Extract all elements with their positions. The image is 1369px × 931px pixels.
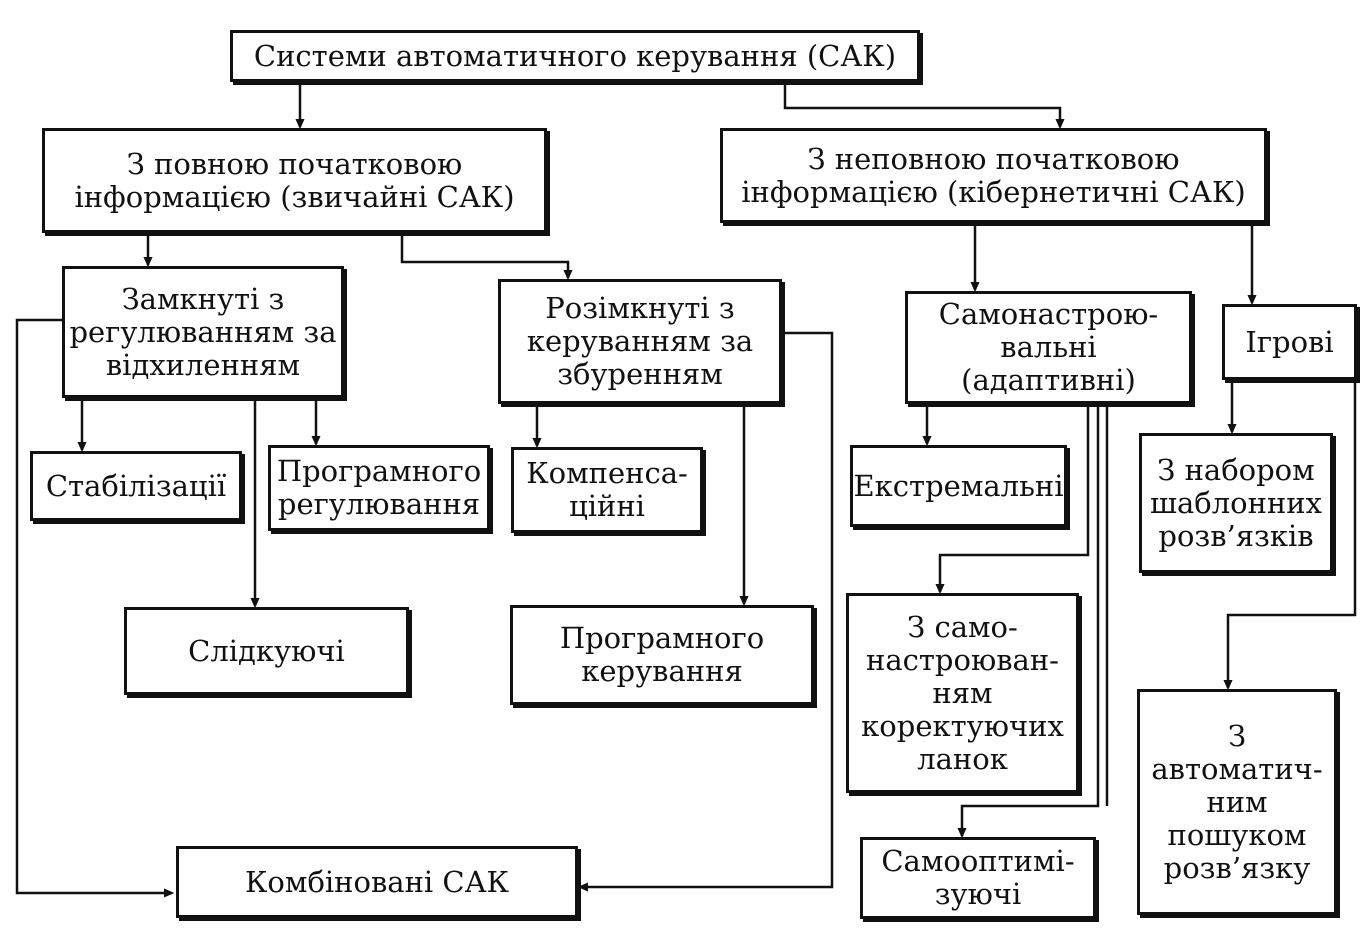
node-partial-info-label: З неповною початковою інформацією (кібер… [741,141,1246,209]
edge-game-auto-search [1228,380,1357,688]
node-program-control: Програмного керування [510,605,814,705]
node-root-label: Системи автоматичного керування (САК) [253,38,897,73]
node-self-optimizing-label: Самооптимі- зуючі [881,844,1075,911]
edge-adaptive-self-optimizing [962,403,1100,836]
node-auto-search-label: З автоматич- ним пошуком розв’язку [1151,718,1323,885]
node-self-tuning-links-label: З само- настроюван- ням коректуючих лано… [861,609,1064,776]
node-extremal: Екстремальні [850,445,1067,527]
node-game-label: Ігрові [1245,324,1334,359]
node-adaptive-label: Самонастрою- вальні (адаптивні) [938,297,1159,397]
node-game: Ігрові [1222,304,1357,380]
node-compensation: Компенса- ційні [511,447,703,533]
node-program-regulation-label: Програмного регулювання [276,454,482,521]
node-full-info-label: З повною початковою інформацією (звичайн… [74,146,515,214]
node-self-tuning-links: З само- настроюван- ням коректуючих лано… [846,593,1079,793]
node-stabilization-label: Стабілізації [45,468,227,503]
node-tracking-label: Слідкуючі [188,633,345,668]
node-combined-label: Комбіновані САК [244,864,510,899]
node-open-label: Розімкнуті з керуванням за збуренням [526,291,754,391]
edge-adaptive-self-tuning [940,403,1090,592]
node-adaptive: Самонастрою- вальні (адаптивні) [905,291,1192,404]
node-root: Системи автоматичного керування (САК) [230,30,920,82]
edge-full-open [400,233,568,278]
node-partial-info: З неповною початковою інформацією (кібер… [720,128,1267,223]
edge-root-partial [783,80,1060,127]
edge-closed-combined [15,318,172,893]
node-extremal-label: Екстремальні [853,468,1064,503]
node-open: Розімкнуті з керуванням за збуренням [498,279,782,404]
node-templates: З набором шаблонних розв’язків [1139,433,1333,573]
node-auto-search: З автоматич- ним пошуком розв’язку [1137,689,1337,915]
node-program-control-label: Програмного керування [559,621,765,688]
node-self-optimizing: Самооптимі- зуючі [860,837,1096,919]
node-compensation-label: Компенса- ційні [526,456,688,523]
node-closed: Замкнуті з регулюванням за відхиленням [62,266,344,398]
edge-open-combined [580,331,834,887]
node-full-info: З повною початковою інформацією (звичайн… [42,128,547,233]
node-templates-label: З набором шаблонних розв’язків [1150,452,1322,553]
node-combined: Комбіновані САК [176,846,578,918]
node-program-regulation: Програмного регулювання [268,445,490,531]
node-stabilization: Стабілізації [30,451,242,521]
node-closed-label: Замкнуті з регулюванням за відхиленням [69,281,337,382]
node-tracking: Слідкуючі [124,607,409,695]
